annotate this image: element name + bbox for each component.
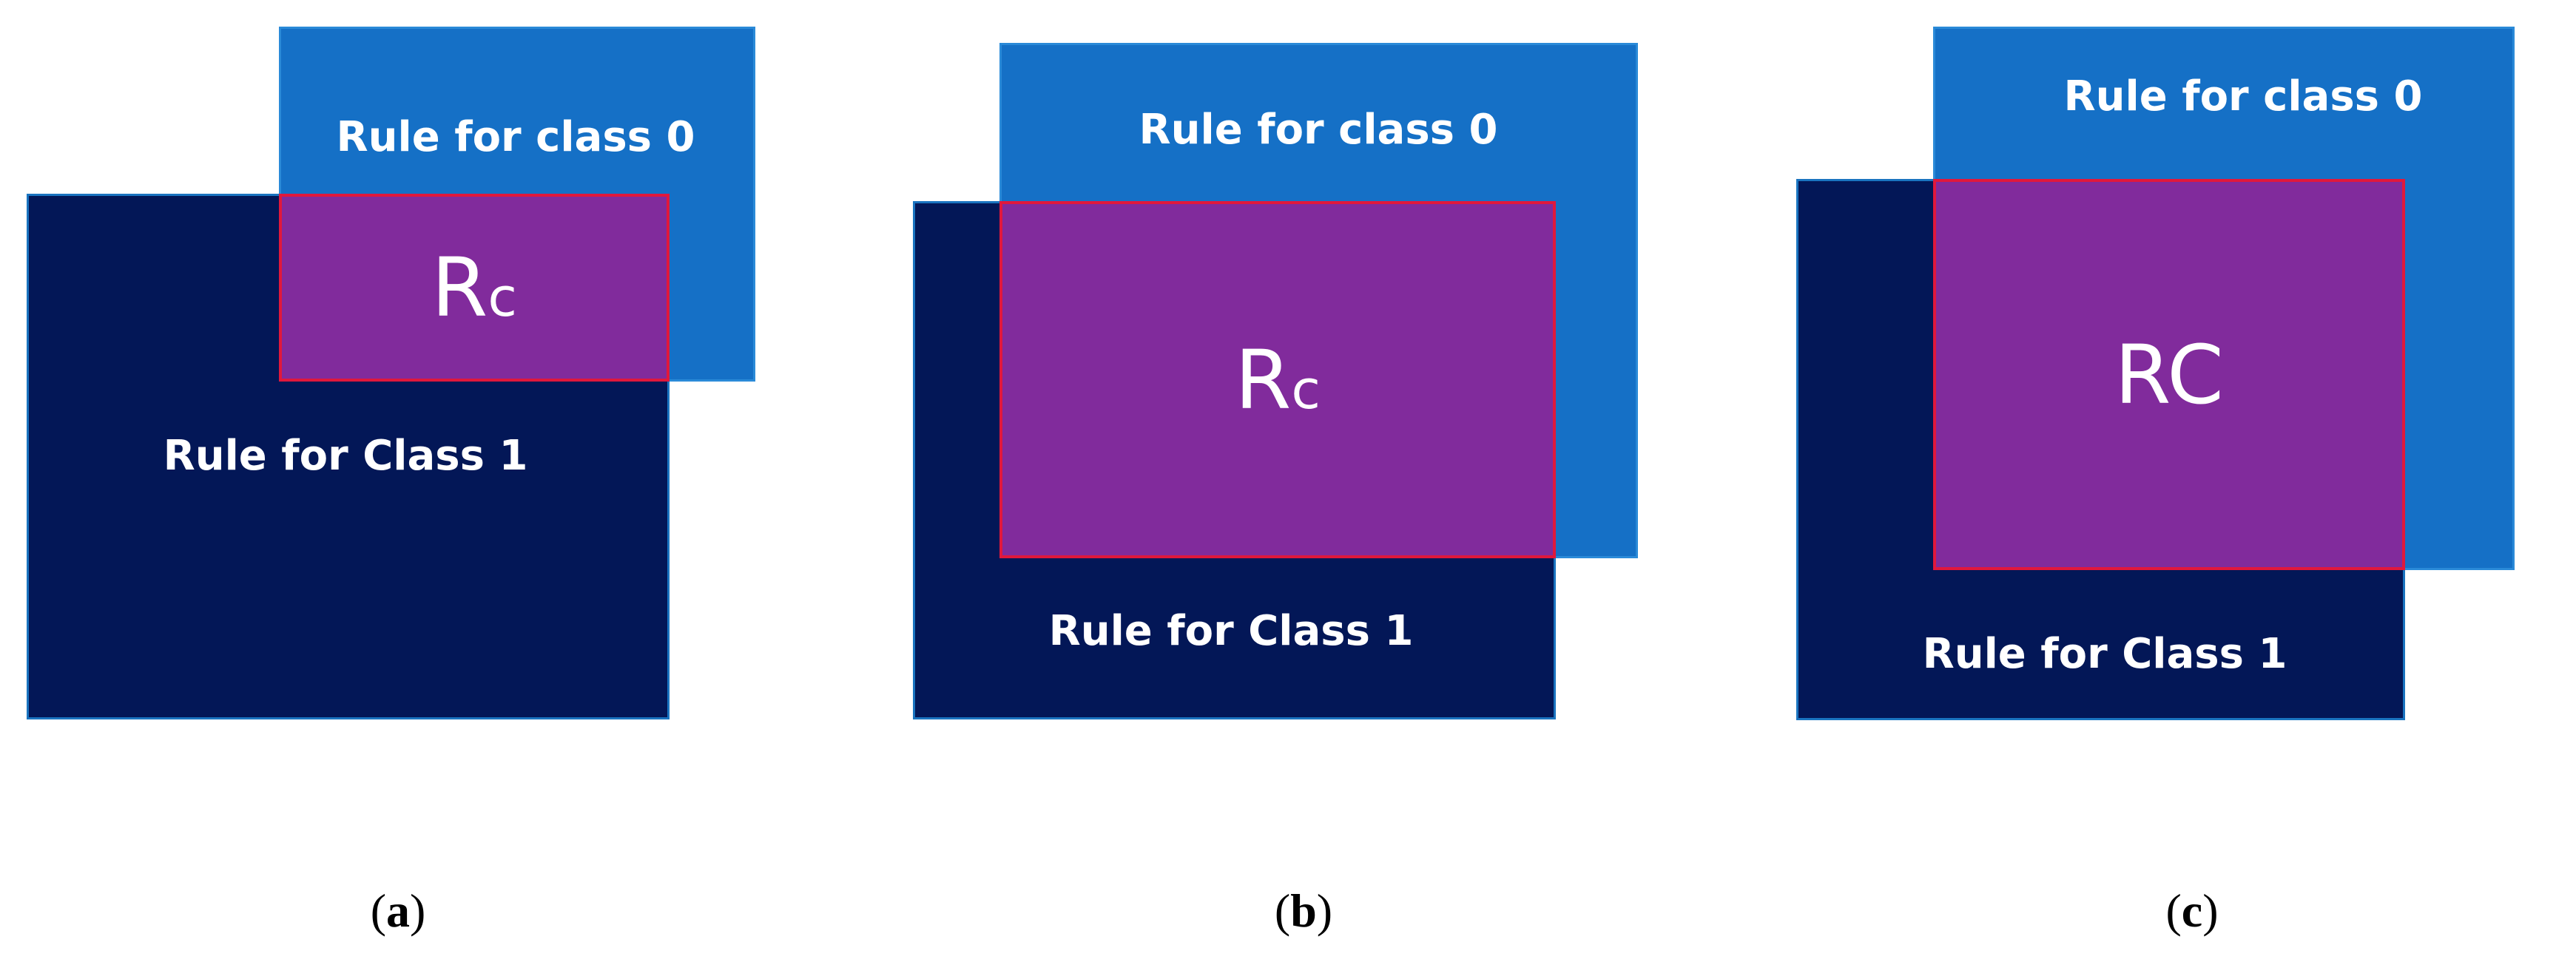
class0-rule-label: Rule for class 0 <box>1139 106 1498 154</box>
panel-c: RC Rule for class 0 Rule for Class 1 (c) <box>1731 0 2576 962</box>
overlap-label: RC <box>2114 327 2224 422</box>
class0-rule-label: Rule for class 0 <box>336 113 695 161</box>
overlap-region-rc: Rc <box>999 201 1556 558</box>
overlap-region-rc: RC <box>1933 179 2405 570</box>
panel-a: Rc Rule for class 0 Rule for Class 1 (a) <box>0 0 858 962</box>
overlap-label: Rc <box>1234 332 1321 427</box>
overlap-label: Rc <box>431 240 518 335</box>
class1-rule-label: Rule for Class 1 <box>163 432 528 480</box>
panel-caption: (b) <box>1274 884 1333 937</box>
panel-caption: (a) <box>370 884 426 937</box>
class1-rule-label: Rule for Class 1 <box>1922 630 2287 678</box>
class1-rule-label: Rule for Class 1 <box>1048 607 1414 655</box>
overlap-region-rc: Rc <box>279 194 670 382</box>
panel-b: Rc Rule for class 0 Rule for Class 1 (b) <box>858 0 1731 962</box>
panel-caption: (c) <box>2165 884 2219 937</box>
class0-rule-label: Rule for class 0 <box>2063 72 2423 121</box>
